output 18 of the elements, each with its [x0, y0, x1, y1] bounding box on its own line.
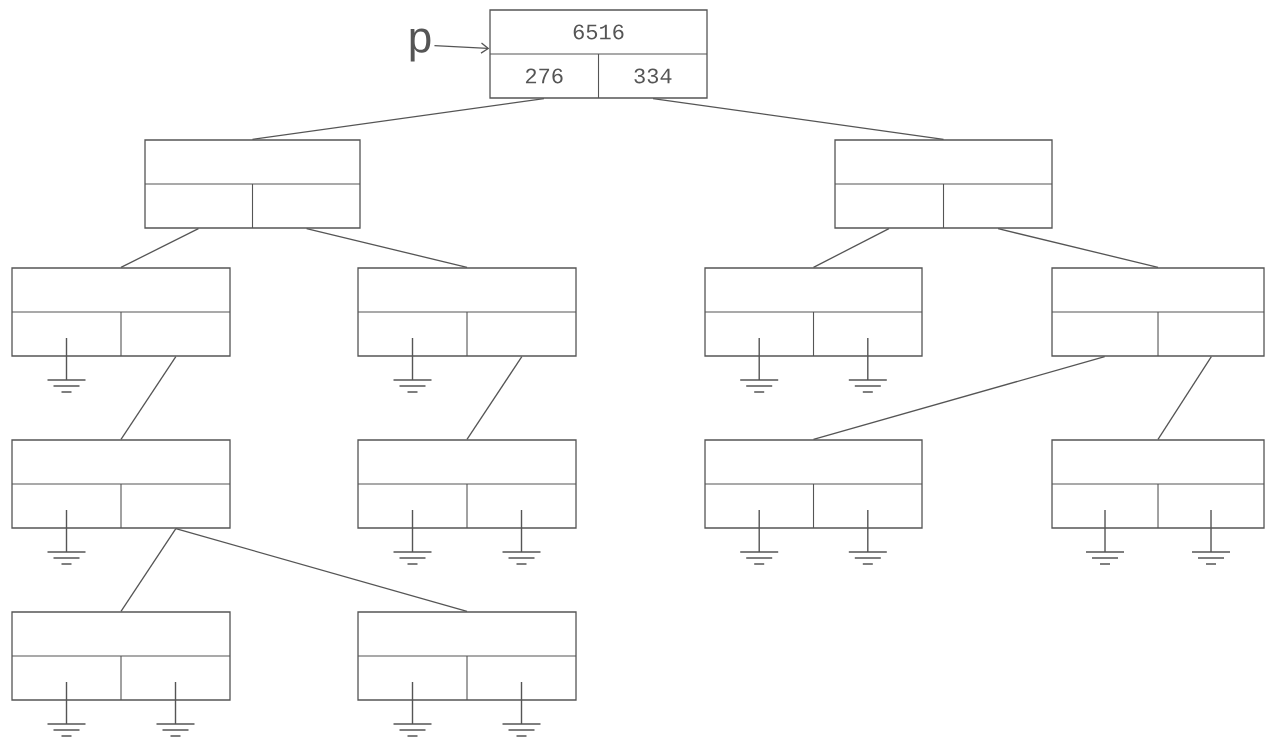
connector-line	[812, 228, 890, 268]
pointer-label: p	[410, 28, 431, 62]
connector-line	[812, 356, 1106, 440]
connector-line	[120, 356, 177, 440]
record-box	[834, 139, 1053, 229]
pointer-arrow	[433, 42, 490, 54]
record-box	[1051, 267, 1265, 357]
connector-line	[120, 528, 177, 612]
connector-line	[175, 528, 468, 612]
connector-line	[120, 228, 200, 268]
record-box	[144, 139, 361, 229]
connector-line	[305, 228, 468, 268]
connector-line	[251, 98, 545, 140]
connector-line	[997, 228, 1159, 268]
connector-line	[466, 356, 523, 440]
record-box: 6516 276 334	[489, 9, 708, 99]
connector-line	[652, 98, 945, 140]
connector-line	[1157, 356, 1212, 440]
